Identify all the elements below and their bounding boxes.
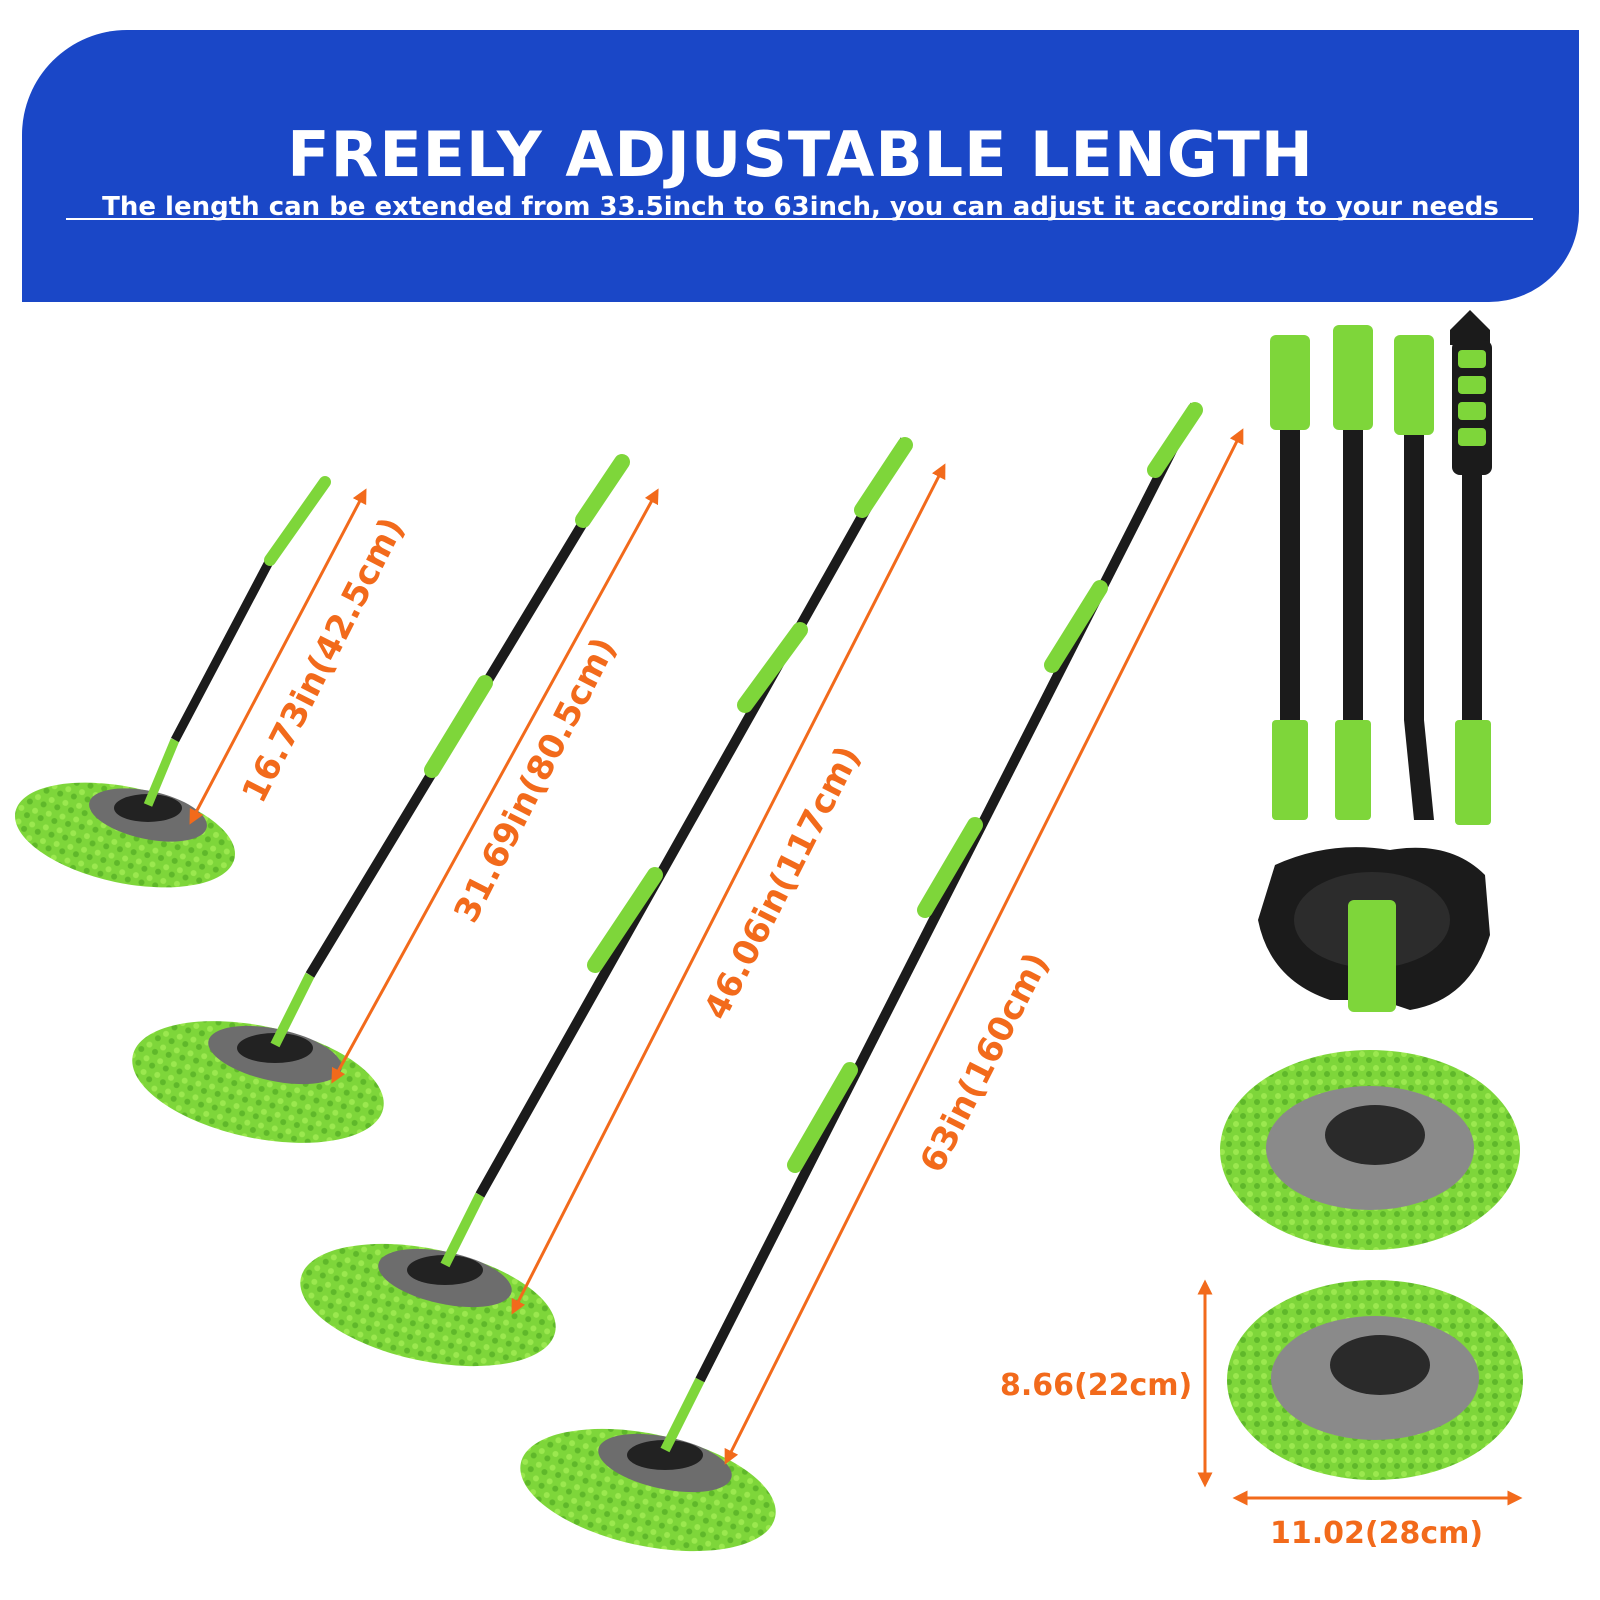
chenille-pad-2: [1227, 1280, 1523, 1480]
mop-1: [14, 476, 331, 888]
pole-sections: [1270, 310, 1492, 825]
label-pad-width: 11.02(28cm): [1270, 1516, 1483, 1551]
arrow-mop-3: [511, 463, 946, 1315]
mop-head-base: [1258, 847, 1490, 1012]
label-mop-1: 16.73in(42.5cm): [234, 511, 412, 809]
header-banner: FREELY ADJUSTABLE LENGTH The length can …: [22, 30, 1579, 302]
arrow-mop-4: [724, 428, 1244, 1465]
banner-divider: [66, 218, 1533, 220]
label-mop-2: 31.69in(80.5cm): [446, 631, 624, 929]
label-mop-4: 63in(160cm): [912, 946, 1057, 1179]
chenille-pad-1: [1220, 1050, 1520, 1250]
banner-title: FREELY ADJUSTABLE LENGTH: [287, 118, 1314, 191]
banner-subtitle: The length can be extended from 33.5inch…: [102, 192, 1499, 222]
label-pad-height: 8.66(22cm): [1000, 1368, 1192, 1403]
